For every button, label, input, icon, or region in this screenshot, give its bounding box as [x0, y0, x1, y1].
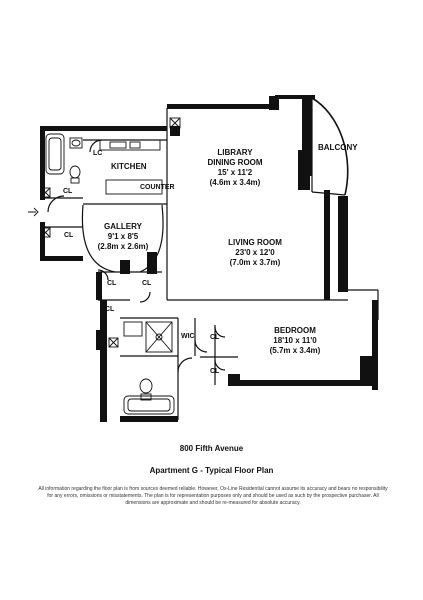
column-bedroom-bottom — [228, 374, 240, 386]
floor-plan-drawing — [28, 95, 379, 422]
room-gallery-name: GALLERY — [104, 222, 142, 231]
column-cl-small — [96, 272, 102, 300]
label-cl-gallery-right: CL — [142, 280, 152, 287]
wall-bottom-bedroom — [238, 380, 378, 386]
room-gallery-label: GALLERY 9'1 x 8'5 (2.8m x 2.6m) — [88, 222, 158, 252]
room-balcony-label: BALCONY — [318, 143, 358, 152]
column-kitchen-top — [170, 126, 180, 136]
address-caption: 800 Fifth Avenue — [179, 444, 244, 453]
wall-bottom-bath — [120, 416, 178, 422]
toilet-top — [69, 165, 81, 179]
column-left-lower — [96, 330, 104, 350]
room-library-label: LIBRARY DINING ROOM 15' x 11'2 (4.6m x 3… — [195, 148, 275, 188]
room-library-name-2: DINING ROOM — [207, 158, 263, 167]
column-gallery-right — [147, 252, 157, 274]
bathtub-lower — [123, 395, 175, 415]
room-living-label: LIVING ROOM 23'0 x 12'0 (7.0m x 3.7m) — [215, 238, 295, 268]
entry-door-swing — [47, 195, 65, 213]
wall-top-library — [167, 104, 275, 109]
room-bedroom-label: BEDROOM 18'10 x 11'0 (5.7m x 3.4m) — [255, 326, 335, 356]
gallery-curve-right — [139, 204, 164, 273]
room-bedroom-dims: 18'10 x 11'0 — [273, 336, 317, 345]
wall-right-upper — [302, 98, 312, 176]
room-gallery-metric: (2.8m x 2.6m) — [97, 242, 149, 251]
entry-arrow-icon — [28, 207, 39, 217]
bathtub-top — [45, 133, 65, 175]
vanity-lower — [123, 321, 143, 337]
label-cl-bedroom-top: CL — [210, 334, 220, 341]
room-living-name: LIVING ROOM — [228, 238, 282, 247]
kitchen-counter-bottom — [105, 179, 163, 195]
wall-top-bath-1 — [40, 126, 83, 131]
room-library-dims: 15' x 11'2 — [217, 168, 253, 177]
gallery-curve — [81, 204, 116, 273]
room-gallery-dims: 9'1 x 8'5 — [107, 232, 139, 241]
wall-left-entry — [40, 222, 45, 260]
wall-bottom-entry — [40, 256, 83, 261]
room-bedroom-metric: (5.7m x 3.4m) — [269, 346, 321, 355]
balcony-arc — [311, 97, 349, 196]
label-cl-lower-left: CL — [105, 306, 115, 313]
room-library-name-1: LIBRARY — [217, 148, 253, 157]
kitchen-counter-top — [99, 139, 161, 151]
toilet-lower — [139, 378, 153, 394]
disclaimer-text: All information regarding the floor plan… — [38, 486, 388, 506]
room-living-metric: (7.0m x 3.7m) — [229, 258, 281, 267]
wall-right-bedroom — [372, 300, 378, 390]
wall-top-right — [275, 95, 315, 99]
column-bedroom-right — [360, 356, 374, 386]
room-kitchen-label: KITCHEN — [111, 162, 147, 171]
column-top — [269, 96, 279, 110]
room-bedroom-name: BEDROOM — [274, 326, 316, 335]
label-cl-gallery-left: CL — [107, 280, 117, 287]
kitchen-counter-label: COUNTER — [140, 184, 175, 191]
column-gallery-left — [120, 260, 130, 274]
wall-left-top — [40, 126, 45, 200]
shower — [145, 321, 173, 353]
room-library-metric: (4.6m x 3.4m) — [209, 178, 261, 187]
plan-title-caption: Apartment G - Typical Floor Plan — [149, 466, 274, 475]
wall-top-kitchen — [83, 126, 167, 131]
column-living-right — [338, 196, 348, 292]
wall-right-living — [324, 190, 330, 300]
wall-left-bath — [100, 300, 107, 422]
label-cl-entry-top: CL — [63, 188, 73, 195]
label-lc: LC — [93, 150, 103, 157]
label-cl-bedroom-bottom: CL — [210, 368, 220, 375]
label-wic: WIC — [181, 333, 195, 340]
sink-top — [69, 137, 83, 149]
label-cl-entry-bottom: CL — [64, 232, 74, 239]
room-living-dims: 23'0 x 12'0 — [235, 248, 275, 257]
column-mid-right — [298, 150, 310, 190]
